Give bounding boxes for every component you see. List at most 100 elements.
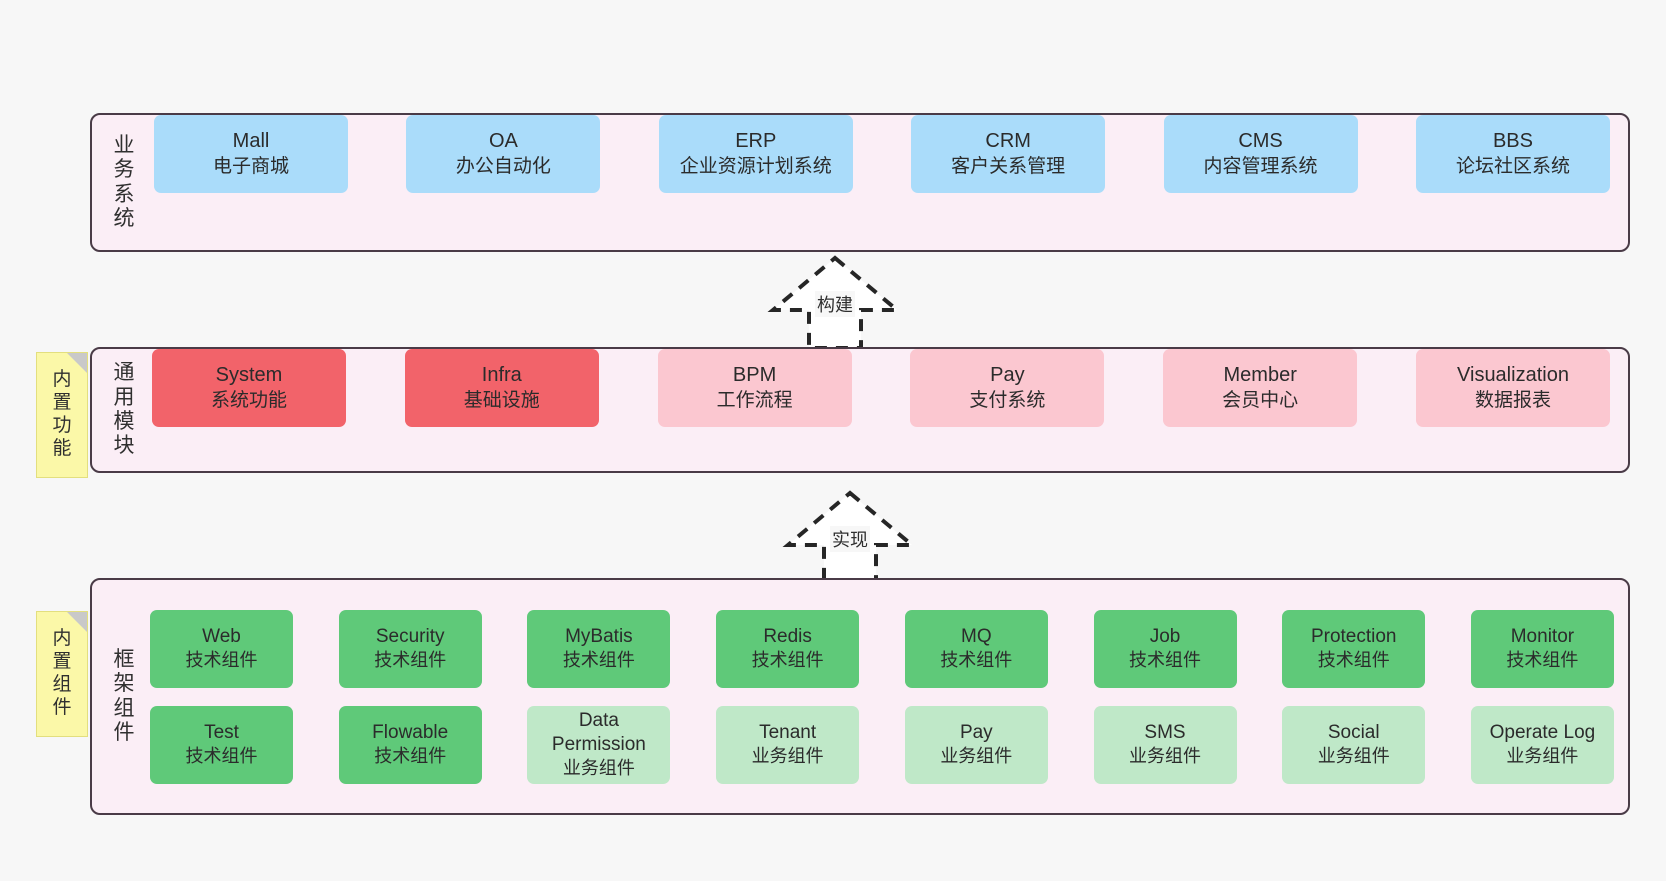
card-subtitle: 技术组件 — [185, 650, 258, 671]
card-title: Infra — [481, 364, 522, 387]
note-text: 内置组件 — [52, 628, 72, 718]
card-subtitle: 技术组件 — [374, 650, 447, 671]
card-subtitle: 电子商城 — [212, 155, 289, 177]
card-cms[interactable]: CMS 内容管理系统 — [1163, 115, 1358, 193]
card-social[interactable]: Social 业务组件 — [1282, 705, 1426, 784]
card-title: Member — [1223, 364, 1297, 387]
card-monitor[interactable]: Monitor 技术组件 — [1470, 609, 1614, 688]
general-card-list: System 系统功能 Infra 基础设施 BPM 工作流程 Pay 支付系统… — [142, 349, 1628, 471]
layer-business-systems: 业务系统 Mall 电子商城 OA 办公自动化 ERP 企业资源计划系统 CRM… — [90, 113, 1630, 252]
card-title: Mall — [232, 130, 270, 153]
card-title: Protection — [1310, 625, 1397, 647]
card-subtitle: 论坛社区系统 — [1455, 155, 1570, 177]
card-infra[interactable]: Infra 基础设施 — [404, 349, 599, 427]
card-title: Social — [1327, 721, 1380, 743]
card-title: CMS — [1238, 130, 1283, 153]
card-crm[interactable]: CRM 客户关系管理 — [911, 115, 1106, 193]
card-title: Flowable — [372, 721, 449, 743]
card-bpm[interactable]: BPM 工作流程 — [657, 349, 852, 427]
card-security[interactable]: Security 技术组件 — [338, 609, 482, 688]
card-subtitle: 客户关系管理 — [951, 155, 1066, 177]
layer-framework-components: 框架组件 Web 技术组件 Security 技术组件 MyBatis 技术组件… — [90, 578, 1630, 815]
card-title: MQ — [961, 625, 992, 647]
card-subtitle: 业务组件 — [940, 746, 1013, 767]
card-title: Data Permission — [551, 709, 646, 755]
card-member[interactable]: Member 会员中心 — [1163, 349, 1358, 427]
business-card-list: Mall 电子商城 OA 办公自动化 ERP 企业资源计划系统 CRM 客户关系… — [142, 115, 1628, 250]
card-flowable[interactable]: Flowable 技术组件 — [338, 705, 482, 784]
card-subtitle: 技术组件 — [1506, 650, 1579, 671]
card-subtitle: 业务组件 — [1317, 746, 1390, 767]
card-test[interactable]: Test 技术组件 — [150, 705, 293, 784]
card-title: Pay — [959, 721, 993, 743]
framework-row-tech: Web 技术组件 Security 技术组件 MyBatis 技术组件 Redi… — [150, 609, 1614, 688]
note-builtin-component: 内置组件 — [36, 611, 88, 737]
card-title: Test — [204, 721, 239, 743]
card-title: CRM — [985, 130, 1031, 153]
arrow-build-label: 构建 — [815, 291, 855, 317]
card-subtitle: 业务组件 — [562, 758, 635, 779]
card-subtitle: 数据报表 — [1474, 389, 1551, 411]
layer-general-modules: 通用模块 System 系统功能 Infra 基础设施 BPM 工作流程 Pay… — [90, 347, 1630, 473]
layer-general-title: 通用模块 — [113, 361, 135, 458]
arrow-implement-label: 实现 — [830, 526, 870, 552]
card-data-permission[interactable]: Data Permission 业务组件 — [527, 705, 671, 784]
card-tenant[interactable]: Tenant 业务组件 — [716, 705, 860, 784]
card-subtitle: 会员中心 — [1222, 389, 1299, 411]
arrow-implement: 实现 — [760, 487, 940, 585]
arrow-build: 构建 — [745, 252, 925, 350]
card-title: Operate Log — [1489, 721, 1596, 743]
card-job[interactable]: Job 技术组件 — [1093, 609, 1237, 688]
card-title: Tenant — [759, 721, 817, 743]
card-subtitle: 技术组件 — [940, 650, 1013, 671]
card-visualization[interactable]: Visualization 数据报表 — [1415, 349, 1610, 427]
note-fold-corner-icon — [67, 353, 87, 373]
card-subtitle: 业务组件 — [1506, 746, 1579, 767]
layer-business-title: 业务系统 — [113, 133, 135, 230]
card-subtitle: 技术组件 — [562, 650, 635, 671]
card-system[interactable]: System 系统功能 — [152, 349, 346, 427]
card-subtitle: 企业资源计划系统 — [679, 155, 832, 177]
note-fold-corner-icon — [67, 612, 87, 632]
card-oa[interactable]: OA 办公自动化 — [406, 115, 601, 193]
card-pay[interactable]: Pay 支付系统 — [910, 349, 1105, 427]
card-protection[interactable]: Protection 技术组件 — [1282, 609, 1426, 688]
card-subtitle: 技术组件 — [1129, 650, 1202, 671]
card-subtitle: 技术组件 — [751, 650, 824, 671]
card-web[interactable]: Web 技术组件 — [150, 609, 293, 688]
card-title: BBS — [1492, 130, 1533, 153]
card-title: MyBatis — [565, 625, 633, 647]
card-mall[interactable]: Mall 电子商城 — [154, 115, 348, 193]
card-mybatis[interactable]: MyBatis 技术组件 — [527, 609, 671, 688]
card-bbs[interactable]: BBS 论坛社区系统 — [1415, 115, 1610, 193]
card-title: Job — [1149, 625, 1181, 647]
card-sms[interactable]: SMS 业务组件 — [1093, 705, 1237, 784]
framework-card-list: Web 技术组件 Security 技术组件 MyBatis 技术组件 Redi… — [142, 580, 1628, 813]
framework-row-biz: Test 技术组件 Flowable 技术组件 Data Permission … — [150, 705, 1614, 784]
card-title: ERP — [735, 130, 777, 153]
card-subtitle: 办公自动化 — [455, 155, 551, 177]
card-title: Pay — [990, 364, 1025, 387]
card-subtitle: 支付系统 — [969, 389, 1046, 411]
card-redis[interactable]: Redis 技术组件 — [716, 609, 860, 688]
card-subtitle: 业务组件 — [751, 746, 824, 767]
card-subtitle: 工作流程 — [716, 389, 793, 411]
card-erp[interactable]: ERP 企业资源计划系统 — [658, 115, 853, 193]
card-operate-log[interactable]: Operate Log 业务组件 — [1470, 705, 1614, 784]
card-subtitle: 技术组件 — [185, 746, 258, 767]
card-pay-biz[interactable]: Pay 业务组件 — [904, 705, 1048, 784]
card-subtitle: 内容管理系统 — [1203, 155, 1318, 177]
card-subtitle: 技术组件 — [1317, 650, 1390, 671]
card-title: Monitor — [1510, 625, 1575, 647]
card-subtitle: 系统功能 — [210, 389, 287, 411]
card-title: Security — [375, 625, 445, 647]
card-title: OA — [488, 130, 518, 153]
card-title: BPM — [732, 364, 777, 387]
card-subtitle: 技术组件 — [374, 746, 447, 767]
card-mq[interactable]: MQ 技术组件 — [904, 609, 1048, 688]
card-subtitle: 业务组件 — [1129, 746, 1202, 767]
card-title: SMS — [1144, 721, 1186, 743]
card-subtitle: 基础设施 — [463, 389, 540, 411]
note-builtin-function: 内置功能 — [36, 352, 88, 478]
